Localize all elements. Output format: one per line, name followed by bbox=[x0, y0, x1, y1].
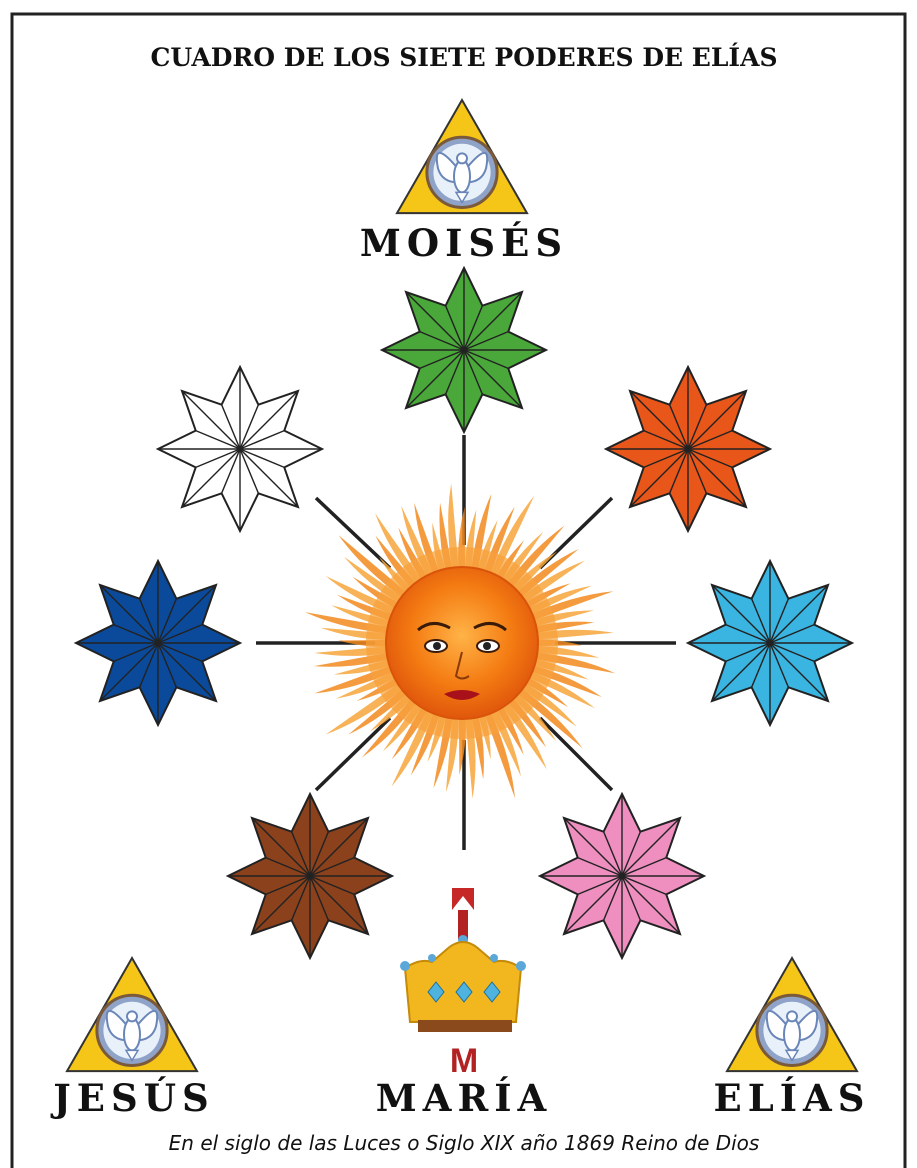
name-left: JESÚS bbox=[50, 1076, 214, 1120]
trinity-dove-emblem-right bbox=[727, 958, 857, 1071]
footer-caption: En el siglo de las Luces o Siglo XIX año… bbox=[169, 1131, 760, 1155]
name-center: MARÍA bbox=[376, 1076, 552, 1120]
trinity-dove-emblem-top bbox=[397, 100, 527, 213]
star-light-blue bbox=[688, 561, 852, 725]
name-top: MOISÉS bbox=[360, 221, 568, 265]
trinity-dove-emblem-left bbox=[67, 958, 197, 1071]
star-white bbox=[158, 367, 322, 531]
crown-mark-letter: M bbox=[450, 1042, 478, 1080]
star-dark-blue bbox=[76, 561, 240, 725]
diagram-title: CUADRO DE LOS SIETE PODERES DE ELÍAS bbox=[150, 43, 777, 72]
star-orange bbox=[606, 367, 770, 531]
crown-icon bbox=[400, 888, 526, 1032]
name-right: ELÍAS bbox=[714, 1076, 871, 1120]
star-green bbox=[382, 268, 546, 432]
star-pink bbox=[540, 794, 704, 958]
star-brown bbox=[228, 794, 392, 958]
